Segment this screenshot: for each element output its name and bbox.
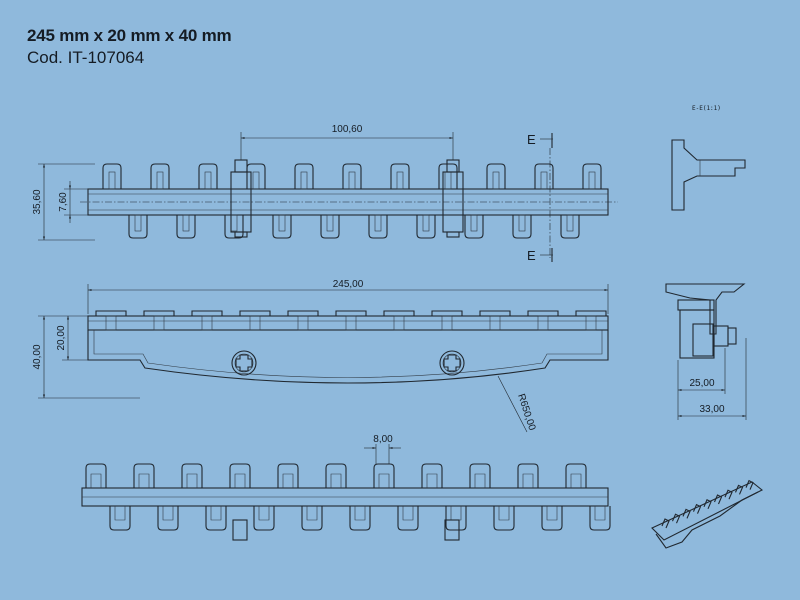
top-tooth-upper — [486, 163, 506, 190]
bottom-tooth-upper — [133, 463, 155, 488]
bottom-tooth-lower — [301, 506, 323, 531]
top-tooth-lower — [224, 214, 244, 239]
top-tooth-upper — [534, 163, 554, 190]
section-view-label: E-E(1:1) — [692, 105, 721, 112]
front-tooth — [239, 310, 271, 331]
top-tooth-lower — [416, 214, 436, 239]
bottom-tooth-lower — [445, 506, 467, 531]
screw-right — [439, 350, 465, 376]
bottom-tooth-upper — [85, 463, 107, 488]
bottom-tooth-upper — [421, 463, 443, 488]
isometric-teeth — [661, 479, 754, 529]
front-tooth — [191, 310, 223, 331]
top-tooth-lower — [368, 214, 388, 239]
bottom-tooth-lower — [589, 506, 611, 531]
bottom-tooth-upper — [517, 463, 539, 488]
bottom-tooth-lower — [109, 506, 131, 531]
iso-tooth — [692, 503, 702, 514]
bottom-tooth-lower — [157, 506, 179, 531]
bottom-tooth-upper — [181, 463, 203, 488]
front-tooth — [335, 310, 367, 331]
bottom-tooth-upper — [229, 463, 251, 488]
dim-hub-spacing: 100,60 — [332, 124, 363, 135]
bottom-tooth-upper — [373, 463, 395, 488]
front-tooth — [575, 310, 607, 331]
bottom-tooth-lower — [493, 506, 515, 531]
iso-tooth — [745, 479, 754, 490]
bottom-tooth-lower — [253, 506, 275, 531]
iso-tooth — [713, 494, 723, 505]
bottom-tooth-upper — [325, 463, 347, 488]
top-tooth-upper — [438, 163, 458, 190]
front-tooth — [95, 310, 127, 331]
iso-tooth — [682, 508, 691, 519]
top-tooth-upper — [390, 163, 410, 190]
front-tooth — [287, 310, 319, 331]
front-teeth-row — [95, 310, 607, 331]
hub-left — [230, 159, 252, 238]
iso-tooth — [724, 489, 733, 500]
isometric-view — [651, 479, 764, 549]
bottom-tooth-upper — [565, 463, 587, 488]
front-tooth — [479, 310, 511, 331]
iso-tooth — [671, 513, 681, 524]
front-view: 245,00 40,00 20,00 R650,00 — [32, 279, 609, 433]
front-tooth — [527, 310, 559, 331]
top-tooth-lower — [176, 214, 196, 239]
top-tooth-lower — [464, 214, 484, 239]
dim-total-height: 40,00 — [32, 344, 43, 369]
iso-tooth — [703, 499, 712, 510]
screw-left — [231, 350, 257, 376]
dim-radius: R650,00 — [515, 393, 537, 433]
top-tooth-lower — [560, 214, 580, 239]
front-tooth — [143, 310, 175, 331]
top-view: 100,60 E E 35,60 7,60 — [32, 124, 618, 263]
top-teeth-upper-row — [102, 163, 602, 190]
dim-inner-height: 20,00 — [56, 325, 67, 350]
bottom-teeth-upper-row — [85, 463, 587, 488]
section-view-ee: E-E(1:1) — [671, 105, 746, 211]
top-tooth-lower — [512, 214, 532, 239]
iso-tooth — [734, 484, 744, 495]
side-view: 25,00 33,00 — [665, 283, 747, 420]
bottom-tooth-lower — [397, 506, 419, 531]
top-tooth-upper — [150, 163, 170, 190]
section-marker-bottom: E — [527, 248, 536, 263]
dim-total-length: 245,00 — [333, 279, 364, 290]
top-tooth-upper — [198, 163, 218, 190]
dim-side-outer: 33,00 — [699, 404, 724, 415]
bottom-tooth-upper — [277, 463, 299, 488]
product-code: Cod. IT-107064 — [27, 48, 145, 67]
top-tooth-upper — [246, 163, 266, 190]
top-tooth-upper — [102, 163, 122, 190]
dim-slot-width: 8,00 — [373, 434, 393, 445]
top-tooth-upper — [294, 163, 314, 190]
top-tooth-lower — [128, 214, 148, 239]
top-tooth-lower — [272, 214, 292, 239]
hub-right — [442, 159, 464, 238]
front-tooth — [383, 310, 415, 331]
bottom-view: 8,00 — [81, 434, 611, 541]
bottom-teeth-lower-row — [109, 506, 611, 531]
iso-tooth — [661, 518, 670, 529]
top-tooth-upper — [342, 163, 362, 190]
bottom-tooth-upper — [469, 463, 491, 488]
front-tooth — [431, 310, 463, 331]
dim-side-inner: 25,00 — [689, 378, 714, 389]
bottom-tooth-lower — [349, 506, 371, 531]
dim-stem-offset: 7,60 — [58, 192, 69, 212]
top-tooth-lower — [320, 214, 340, 239]
top-tooth-upper — [582, 163, 602, 190]
dim-top-height: 35,60 — [32, 189, 43, 214]
product-dimensions-title: 245 mm x 20 mm x 40 mm — [27, 26, 232, 45]
bottom-tooth-lower — [205, 506, 227, 531]
top-teeth-lower-row — [128, 214, 580, 239]
bottom-tooth-lower — [541, 506, 563, 531]
section-marker-top: E — [527, 132, 536, 147]
